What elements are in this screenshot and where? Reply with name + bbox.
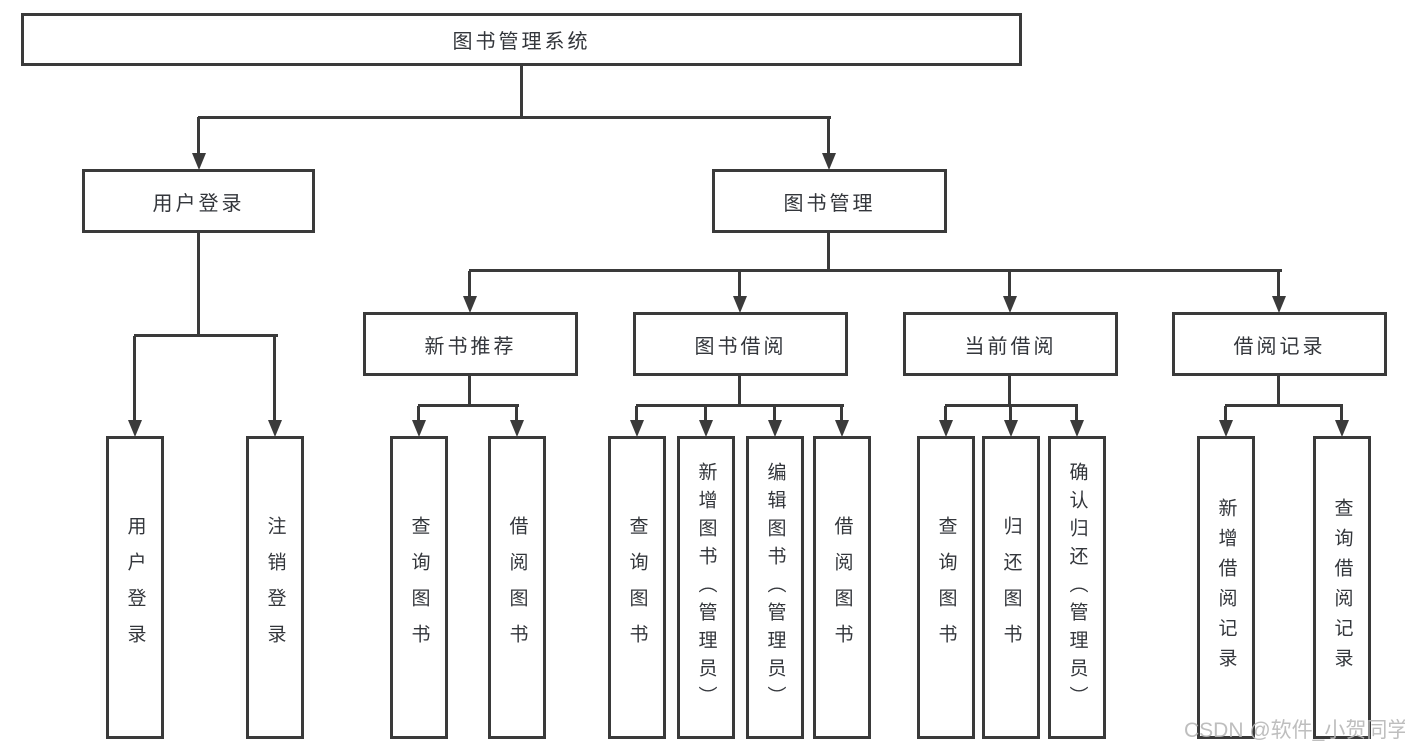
arrow-down-edit-book: [768, 406, 782, 437]
connector-recommendation-stem: [468, 376, 471, 407]
node-borrowing-records: 借阅记录: [1172, 312, 1387, 376]
connector-user-login-rail: [134, 334, 278, 337]
leaf-add-book-admin: 新增图书（管理员）: [677, 436, 735, 739]
leaf-user-login: 用户登录: [106, 436, 164, 739]
connector-level2-rail: [198, 116, 831, 119]
leaf-query-books-recommendation: 查询图书: [390, 436, 448, 739]
connector-recommendation-rail: [418, 404, 519, 407]
arrow-down-query-books-2: [630, 406, 644, 437]
connector-borrowing-stem: [738, 376, 741, 407]
arrow-down-add-record: [1219, 406, 1233, 437]
arrow-down-add-book: [699, 406, 713, 437]
arrow-down-borrowing-records: [1272, 271, 1286, 313]
arrow-down-query-record: [1335, 406, 1349, 437]
node-library-system: 图书管理系统: [21, 13, 1022, 66]
leaf-logout: 注销登录: [246, 436, 304, 739]
arrow-down-leaf-user-login: [128, 336, 142, 437]
arrow-down-book-management: [822, 117, 836, 170]
connector-current-rail: [945, 404, 1078, 407]
arrow-down-query-books-1: [412, 406, 426, 437]
node-book-management: 图书管理: [712, 169, 947, 233]
leaf-query-borrow-record: 查询借阅记录: [1313, 436, 1371, 739]
arrow-down-user-login: [192, 117, 206, 170]
arrow-down-borrow-books-2: [835, 406, 849, 437]
leaf-borrow-books-recommendation: 借阅图书: [488, 436, 546, 739]
csdn-watermark: CSDN @软件_小贺同学: [1184, 719, 1405, 742]
node-user-login: 用户登录: [82, 169, 315, 233]
arrow-down-leaf-logout: [268, 336, 282, 437]
leaf-add-borrow-record: 新增借阅记录: [1197, 436, 1255, 739]
connector-level3-rail: [469, 269, 1282, 272]
connector-records-rail: [1225, 404, 1343, 407]
leaf-query-books-current: 查询图书: [917, 436, 975, 739]
arrow-down-borrow-books-1: [510, 406, 524, 437]
leaf-edit-book-admin: 编辑图书（管理员）: [746, 436, 804, 739]
connector-user-login-stem: [197, 233, 200, 336]
leaf-borrow-books-borrowing: 借阅图书: [813, 436, 871, 739]
leaf-confirm-return-admin: 确认归还（管理员）: [1048, 436, 1106, 739]
arrow-down-new-book-recommendation: [463, 271, 477, 313]
node-current-borrowing: 当前借阅: [903, 312, 1118, 376]
arrow-down-current-borrowing: [1003, 271, 1017, 313]
arrow-down-return-books: [1004, 406, 1018, 437]
connector-borrowing-rail: [636, 404, 844, 407]
connector-current-stem: [1008, 376, 1011, 407]
connector-records-stem: [1277, 376, 1280, 407]
leaf-query-books-borrowing: 查询图书: [608, 436, 666, 739]
arrow-down-book-borrowing: [733, 271, 747, 313]
node-new-book-recommendation: 新书推荐: [363, 312, 578, 376]
arrow-down-confirm-return: [1070, 406, 1084, 437]
connector-book-management-stem: [827, 233, 830, 271]
node-book-borrowing: 图书借阅: [633, 312, 848, 376]
connector-root-stem: [520, 66, 523, 118]
arrow-down-query-books-3: [939, 406, 953, 437]
leaf-return-books: 归还图书: [982, 436, 1040, 739]
